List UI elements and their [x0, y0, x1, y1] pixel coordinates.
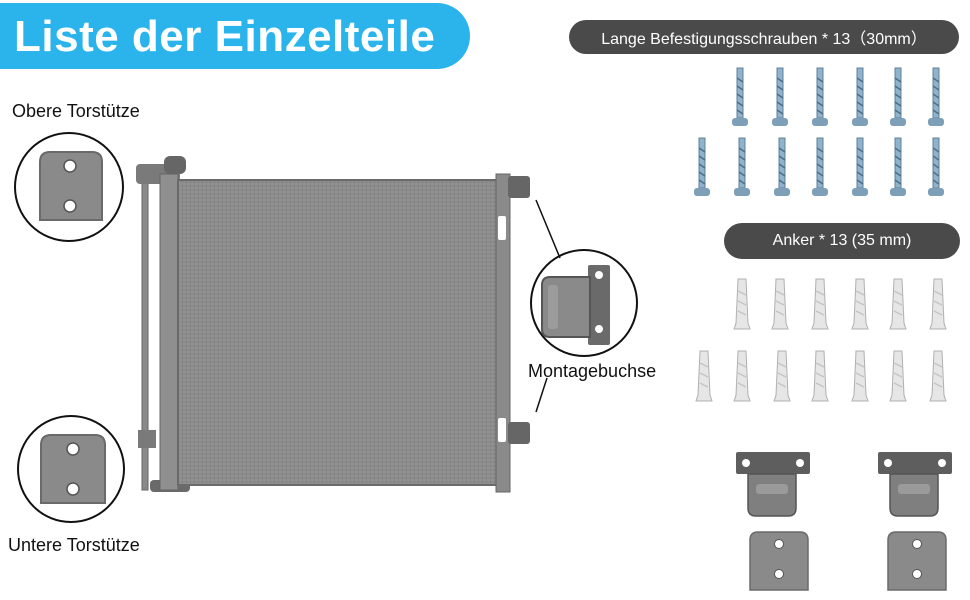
- anchor-icon: [773, 350, 791, 402]
- screw-icon: [928, 137, 944, 196]
- screw-icon: [928, 67, 944, 126]
- screw-icon: [772, 67, 788, 126]
- title-banner: Liste der Einzelteile: [0, 3, 470, 69]
- anchor-icon: [889, 350, 907, 402]
- anchor-icon: [811, 278, 829, 330]
- screw-icon: [890, 137, 906, 196]
- screw-icon: [852, 137, 868, 196]
- anchor-icon: [695, 350, 713, 402]
- anchors-group: [695, 278, 947, 402]
- mount-socket-part-right: [878, 452, 952, 517]
- upper-support-label: Obere Torstütze: [12, 101, 140, 121]
- anchor-icon: [851, 350, 869, 402]
- screw-icon: [890, 67, 906, 126]
- mount-socket-label: Montagebuchse: [528, 361, 657, 381]
- lower-support-label: Untere Torstütze: [8, 535, 140, 555]
- retractable-gate-illustration: [136, 156, 530, 493]
- screw-icon: [732, 67, 748, 126]
- screw-icon: [852, 67, 868, 126]
- anchor-icon: [929, 278, 947, 330]
- page-title: Liste der Einzelteile: [14, 12, 436, 61]
- upper-support-icon: [39, 151, 103, 221]
- anchor-icon: [889, 278, 907, 330]
- mount-socket-part-left: [736, 452, 810, 517]
- gate-support-part-right: [887, 531, 947, 591]
- lower-support-icon: [40, 434, 106, 504]
- lower-support-callout: [17, 415, 125, 523]
- screw-icon: [694, 137, 710, 196]
- screws-label: Lange Befestigungsschrauben * 13（30mm）: [569, 20, 959, 54]
- anchor-icon: [733, 278, 751, 330]
- anchor-icon: [733, 350, 751, 402]
- anchor-icon: [811, 350, 829, 402]
- mount-socket-callout: [530, 249, 638, 357]
- screw-icon: [812, 67, 828, 126]
- screw-icon: [812, 137, 828, 196]
- screws-group: [694, 67, 944, 196]
- screw-icon: [774, 137, 790, 196]
- upper-support-callout: [14, 132, 124, 242]
- screw-icon: [734, 137, 750, 196]
- anchor-icon: [929, 350, 947, 402]
- anchors-label: Anker * 13 (35 mm): [724, 223, 960, 259]
- anchor-icon: [851, 278, 869, 330]
- gate-support-part-left: [749, 531, 809, 591]
- anchor-icon: [771, 278, 789, 330]
- mount-socket-icon: [541, 265, 610, 345]
